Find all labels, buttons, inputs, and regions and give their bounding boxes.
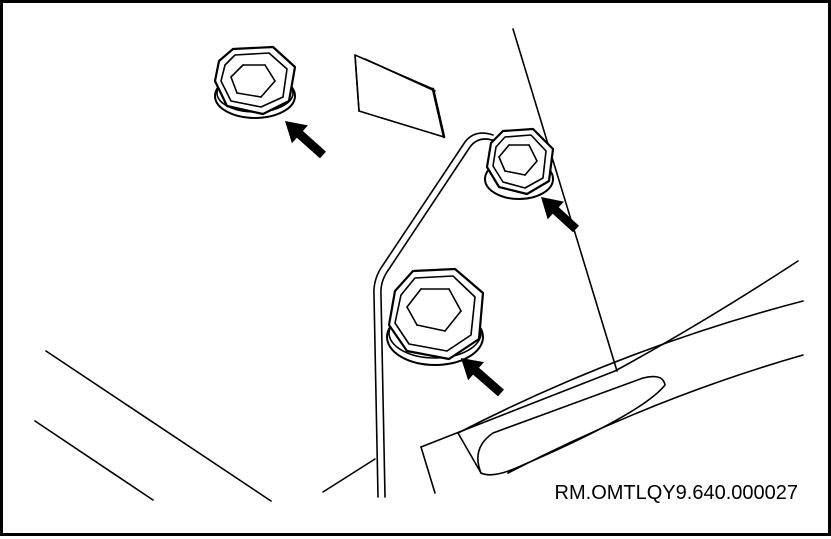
bolt-2-arrow xyxy=(541,197,579,233)
arm-upper xyxy=(457,300,804,434)
reference-code: RM.OMTLQY9.640.000027 xyxy=(554,482,798,504)
bolt-3-arrow xyxy=(461,358,504,397)
technical-illustration xyxy=(34,28,804,502)
panel-edge-line xyxy=(45,350,272,502)
flange-bolt-3 xyxy=(386,267,485,366)
bracket-lower-edge xyxy=(322,458,376,493)
bolt-1-arrow xyxy=(285,121,326,159)
rectangular-block-edge xyxy=(431,87,446,139)
rectangular-block-edge xyxy=(354,54,360,112)
flange-bolt-2 xyxy=(484,127,555,200)
bracket-plate xyxy=(380,138,496,498)
rectangular-block-edge xyxy=(364,58,436,92)
arm-slot xyxy=(477,375,666,476)
arm-edge-line xyxy=(457,432,482,474)
arm-edge-line xyxy=(420,446,436,494)
arm-outer xyxy=(420,260,799,448)
flange-bolt-1 xyxy=(213,45,297,119)
arm-lower xyxy=(507,354,804,474)
bracket-plate-inner xyxy=(373,132,494,498)
panel-edge-line xyxy=(34,420,154,501)
frame-edge-line xyxy=(512,28,618,372)
rectangular-block xyxy=(354,54,445,138)
callout-arrows xyxy=(285,121,579,397)
